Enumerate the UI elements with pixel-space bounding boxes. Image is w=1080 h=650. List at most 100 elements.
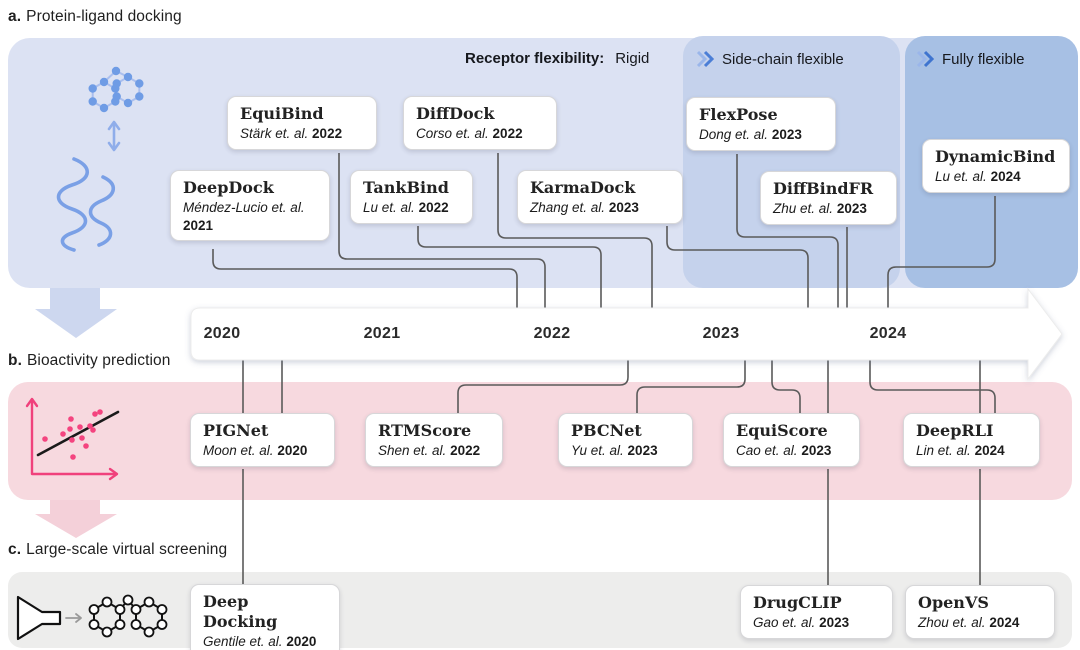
section-c-prefix: c. — [8, 541, 22, 558]
card-citation: Zhou et. al. 2024 — [918, 614, 1042, 632]
double-chevron-icon — [916, 50, 935, 68]
card-author: Dong et. al. — [699, 127, 769, 142]
card-deepdock: DeepDock Méndez-Lucio et. al. 2021 — [170, 170, 330, 242]
card-rtmscore: RTMScore Shen et. al. 2022 — [365, 413, 503, 467]
card-drugclip: DrugCLIP Gao et. al. 2023 — [740, 585, 893, 639]
connector — [497, 153, 653, 308]
card-citation: Zhang et. al. 2023 — [530, 199, 670, 217]
section-c-label: c.Large-scale virtual screening — [8, 541, 227, 559]
section-b-text: Bioactivity prediction — [26, 352, 171, 369]
funnel-icon — [16, 595, 62, 641]
flexibility-level-rigid: Rigid — [615, 50, 650, 67]
connector — [417, 226, 602, 308]
card-citation: Lu et. al. 2024 — [935, 168, 1057, 186]
card-flexpose: FlexPose Dong et. al. 2023 — [686, 97, 836, 151]
card-year: 2023 — [627, 443, 658, 458]
card-title: Deep Docking — [203, 592, 278, 631]
section-c-text: Large-scale virtual screening — [26, 541, 228, 558]
card-title: PIGNet — [203, 421, 269, 440]
connector — [736, 154, 839, 308]
card-citation: Lu et. al. 2022 — [363, 199, 460, 217]
card-citation: Yu et. al. 2023 — [571, 442, 680, 460]
connector — [212, 249, 518, 308]
card-title: DeepRLI — [916, 421, 994, 440]
card-year: 2023 — [801, 443, 832, 458]
card-author: Lu et. al. — [935, 169, 987, 184]
card-year: 2021 — [183, 217, 214, 233]
card-title: EquiBind — [240, 104, 324, 123]
section-a-text: Protein-ligand docking — [26, 8, 182, 25]
molecule-library-icon — [88, 594, 168, 638]
protein-helix-icon — [56, 157, 116, 252]
card-year: 2020 — [286, 634, 317, 649]
card-author: Yu et. al. — [571, 443, 624, 458]
card-karmadock: KarmaDock Zhang et. al. 2023 — [517, 170, 683, 224]
card-year: 2024 — [974, 443, 1005, 458]
card-author: Moon et. al. — [203, 443, 274, 458]
connector — [887, 196, 996, 308]
section-b-prefix: b. — [8, 352, 22, 369]
card-year: 2023 — [819, 615, 850, 630]
card-title: TankBind — [363, 178, 449, 197]
card-year: 2024 — [989, 615, 1020, 630]
card-title: DynamicBind — [935, 147, 1056, 166]
card-title: FlexPose — [699, 105, 778, 124]
card-citation: Dong et. al. 2023 — [699, 126, 823, 144]
card-year: 2023 — [608, 200, 639, 215]
year-label-2021: 2021 — [363, 325, 401, 342]
card-year: 2022 — [450, 443, 481, 458]
card-author: Lu et. al. — [363, 200, 415, 215]
flexibility-level-fully-flexible: Fully flexible — [942, 50, 1025, 68]
section-flow-arrow-blue — [35, 288, 117, 338]
card-year: 2023 — [836, 201, 867, 216]
side-chain-flexible-header: Side-chain flexible — [695, 50, 844, 68]
card-author: Cao et. al. — [736, 443, 798, 458]
scatter-plot-icon — [25, 397, 120, 481]
card-year: 2020 — [277, 443, 308, 458]
card-title: EquiScore — [736, 421, 828, 440]
double-chevron-icon — [696, 50, 715, 68]
card-title: DiffBindFR — [773, 179, 874, 198]
card-pbcnet: PBCNet Yu et. al. 2023 — [558, 413, 693, 467]
card-openvs: OpenVS Zhou et. al. 2024 — [905, 585, 1055, 639]
card-diffdock: DiffDock Corso et. al. 2022 — [403, 96, 557, 150]
receptor-flexibility-label: Receptor flexibility: — [465, 50, 605, 67]
card-author: Corso et. al. — [416, 126, 489, 141]
card-pignet: PIGNet Moon et. al. 2020 — [190, 413, 335, 467]
card-citation: Corso et. al. 2022 — [416, 125, 544, 143]
card-author: Zhou et. al. — [918, 615, 986, 630]
card-title: RTMScore — [378, 421, 472, 440]
connector — [869, 360, 996, 413]
card-year: 2023 — [771, 127, 802, 142]
section-flow-arrow-pink — [35, 500, 117, 538]
card-author: Zhang et. al. — [530, 200, 606, 215]
card-author: Méndez-Lucio et. al. — [183, 200, 305, 215]
card-deeprli: DeepRLI Lin et. al. 2024 — [903, 413, 1040, 467]
card-title: OpenVS — [918, 593, 989, 612]
connector — [457, 360, 629, 413]
card-title: DrugCLIP — [753, 593, 842, 612]
card-title: DiffDock — [416, 104, 495, 123]
connector — [666, 226, 809, 308]
card-year: 2022 — [492, 126, 523, 141]
card-author: Lin et. al. — [916, 443, 971, 458]
section-a-label: a.Protein-ligand docking — [8, 8, 182, 26]
year-label-2022: 2022 — [533, 325, 571, 342]
connector — [636, 360, 746, 413]
connector — [338, 153, 546, 308]
binding-interaction-arrow-icon — [107, 120, 121, 152]
card-title: KarmaDock — [530, 178, 636, 197]
ligand-molecule-icon — [88, 66, 144, 113]
year-label-2020: 2020 — [203, 325, 241, 342]
card-citation: Shen et. al. 2022 — [378, 442, 490, 460]
card-year: 2024 — [990, 169, 1021, 184]
card-tankbind: TankBind Lu et. al. 2022 — [350, 170, 473, 224]
card-citation: Moon et. al. 2020 — [203, 442, 322, 460]
connector — [771, 360, 801, 413]
card-title: DeepDock — [183, 178, 274, 197]
card-citation: Gao et. al. 2023 — [753, 614, 880, 632]
card-title: PBCNet — [571, 421, 642, 440]
timeline-arrow — [190, 287, 1063, 381]
